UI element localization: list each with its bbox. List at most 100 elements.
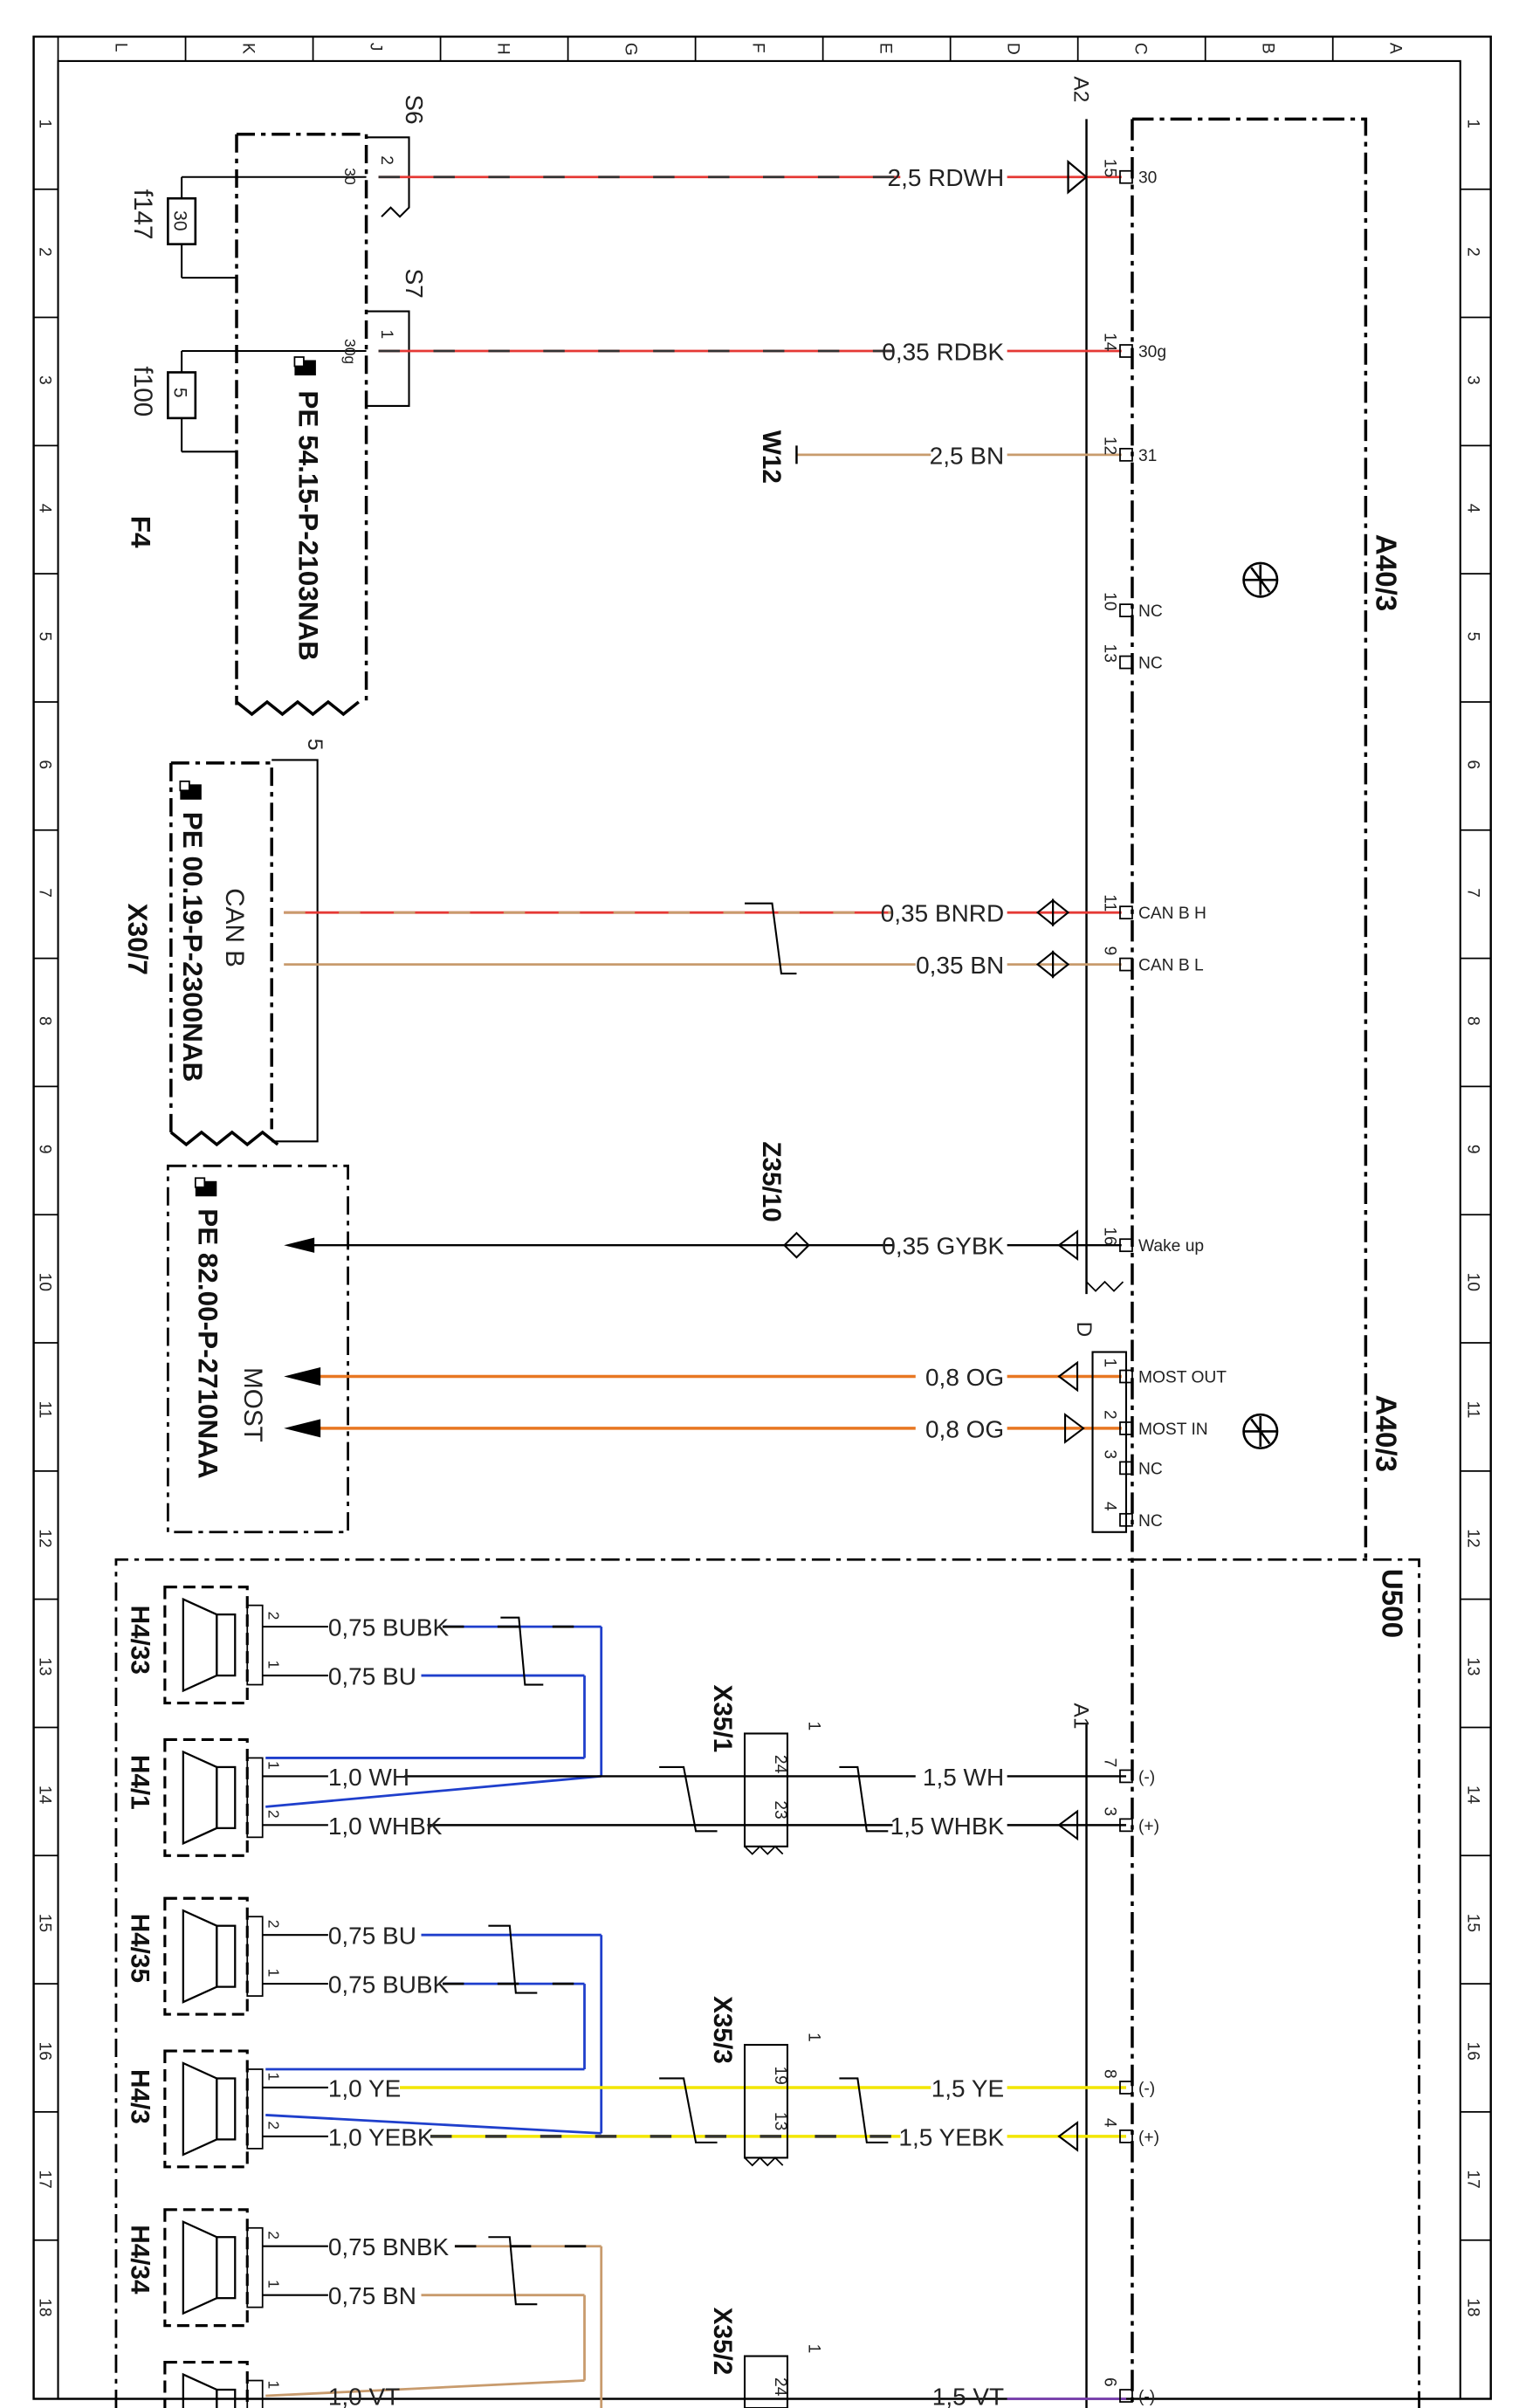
speaker-pin-number: 1 bbox=[265, 1661, 283, 1669]
connector-pin-number: 1 bbox=[804, 2033, 822, 2042]
label-pin-30: 30 bbox=[341, 168, 359, 185]
pin-number: 13 bbox=[1101, 644, 1119, 663]
pin-terminal bbox=[1119, 2389, 1133, 2403]
frame-row-label-left: 18 bbox=[36, 2298, 54, 2316]
frame-row-label-right: 11 bbox=[1463, 1400, 1481, 1418]
transistor-icon bbox=[1242, 1413, 1279, 1449]
wire-label: 2,5 RDWH bbox=[888, 164, 1005, 191]
wire-label: 0,35 GYBK bbox=[882, 1233, 1004, 1260]
pin-terminal bbox=[1119, 2081, 1133, 2095]
pin-function: MOST IN bbox=[1138, 1421, 1208, 1439]
wire-label: 0,8 OG bbox=[925, 1415, 1004, 1442]
label-pe-3: PE 82.00-P-2710NAA bbox=[192, 1208, 223, 1478]
frame-row-label-right: 17 bbox=[1463, 2170, 1481, 2188]
speaker-pin-number: 2 bbox=[265, 2121, 283, 2129]
speaker-pin-number: 2 bbox=[265, 1920, 283, 1929]
pin-terminal bbox=[1119, 1769, 1133, 1784]
frame-row-label-right: 12 bbox=[1463, 1529, 1481, 1547]
frame-row-label-left: 7 bbox=[36, 888, 54, 898]
pin-terminal bbox=[1119, 905, 1133, 920]
speaker-wire-label: 1,0 WHBK bbox=[328, 1813, 443, 1840]
speaker-icon bbox=[163, 1586, 264, 1705]
speaker-wiring bbox=[262, 1616, 1126, 2408]
pin-terminal bbox=[1119, 1369, 1133, 1384]
label-h4-35: H4/35 bbox=[125, 1914, 154, 1983]
frame-row-label-right: 18 bbox=[1463, 2298, 1481, 2316]
can-b-box bbox=[169, 759, 319, 1147]
speakers bbox=[163, 1586, 264, 2408]
speaker-wire-label: 0,75 BUBK bbox=[328, 1971, 450, 1999]
frame-row-label-right: 10 bbox=[1463, 1273, 1481, 1291]
label-f147: f147 bbox=[128, 189, 157, 240]
frame-column-label: B bbox=[1259, 43, 1277, 54]
label-pe-2: PE 00.19-P-2300NAB bbox=[177, 812, 208, 1082]
pin-number: 14 bbox=[1101, 333, 1119, 352]
label-pin-30g: 30g bbox=[341, 339, 359, 364]
frame-row-label-right: 7 bbox=[1463, 888, 1481, 898]
frame-column-label: L bbox=[112, 43, 130, 52]
connector-pin-number: 1 bbox=[804, 2344, 822, 2354]
pin-function: (-) bbox=[1138, 1768, 1155, 1786]
speaker-wire-label: 0,75 BU bbox=[328, 1663, 416, 1690]
speaker-pin-number: 1 bbox=[265, 1761, 283, 1770]
frame-row-label-left: 10 bbox=[36, 1273, 54, 1291]
pin-number: 3 bbox=[1101, 1806, 1119, 1816]
wire-label: 1,5 WHBK bbox=[890, 1813, 1005, 1840]
pin-number: 7 bbox=[1101, 1758, 1119, 1767]
pin-number: 4 bbox=[1101, 1502, 1119, 1511]
label-w12: W12 bbox=[757, 430, 786, 484]
pin-number: 16 bbox=[1101, 1227, 1119, 1245]
speaker-pin-number: 2 bbox=[265, 2231, 283, 2239]
upper-wires bbox=[284, 159, 1128, 1533]
frame-column-label: F bbox=[749, 43, 767, 53]
wire-label: 0,35 RDBK bbox=[882, 338, 1004, 365]
frame-row-label-left: 13 bbox=[36, 1657, 54, 1675]
label-s6: S6 bbox=[401, 94, 428, 124]
frame-column-label: H bbox=[494, 43, 512, 55]
label-x35-3: X35/3 bbox=[708, 1996, 737, 2064]
pin-function: (-) bbox=[1138, 2080, 1155, 2098]
speaker-pin-number: 1 bbox=[265, 2381, 283, 2390]
label-s7: S7 bbox=[401, 269, 428, 299]
speaker-icon bbox=[163, 2208, 264, 2328]
most-box bbox=[166, 1164, 350, 1534]
frame-row-label-left: 5 bbox=[36, 632, 54, 642]
label-x30-7: X30/7 bbox=[122, 904, 153, 975]
wire-label: 0,35 BN bbox=[916, 952, 1004, 979]
connector-pin-number: 23 bbox=[771, 1800, 789, 1819]
frame-row-label-right: 8 bbox=[1463, 1016, 1481, 1026]
frame-row-label-left: 6 bbox=[36, 760, 54, 769]
pin-terminal bbox=[1119, 169, 1133, 184]
frame-row-label-left: 12 bbox=[36, 1529, 54, 1547]
frame-row-label-left: 17 bbox=[36, 2170, 54, 2188]
pin-number: 10 bbox=[1101, 592, 1119, 610]
pin-terminal bbox=[1119, 1461, 1133, 1476]
label-five: 5 bbox=[303, 739, 327, 751]
pin-terminal bbox=[1119, 1421, 1133, 1435]
wire-label: 0,8 OG bbox=[925, 1364, 1004, 1391]
pin-terminal bbox=[1119, 1238, 1133, 1253]
pin-number: 4 bbox=[1101, 2118, 1119, 2128]
speaker-pin-number: 2 bbox=[265, 1612, 283, 1620]
transistor-icon bbox=[1242, 561, 1279, 598]
frame-row-label-left: 15 bbox=[36, 1914, 54, 1932]
pin-function: 30g bbox=[1138, 343, 1166, 361]
pin-function: NC bbox=[1138, 1460, 1163, 1478]
connector-pin-number: 1 bbox=[804, 1721, 822, 1730]
pin-function: 31 bbox=[1138, 447, 1157, 465]
label-pe-1: PE 54.15-P-2103NAB bbox=[293, 390, 324, 660]
speaker-pin-number: 2 bbox=[265, 1810, 283, 1819]
connector-pin-number: 24 bbox=[771, 2377, 789, 2397]
frame-row-label-right: 16 bbox=[1463, 2042, 1481, 2061]
label-h4-3: H4/3 bbox=[125, 2069, 154, 2124]
label-s7-pin: 1 bbox=[377, 330, 395, 340]
label-x35-1: X35/1 bbox=[708, 1685, 737, 1753]
hand-pointer-icon bbox=[194, 1177, 217, 1197]
wire-label: 1,5 WH bbox=[923, 1764, 1004, 1791]
label-s6-pin: 2 bbox=[377, 155, 395, 165]
pin-function: NC bbox=[1138, 1512, 1163, 1531]
speaker-pin-number: 1 bbox=[265, 2280, 283, 2288]
